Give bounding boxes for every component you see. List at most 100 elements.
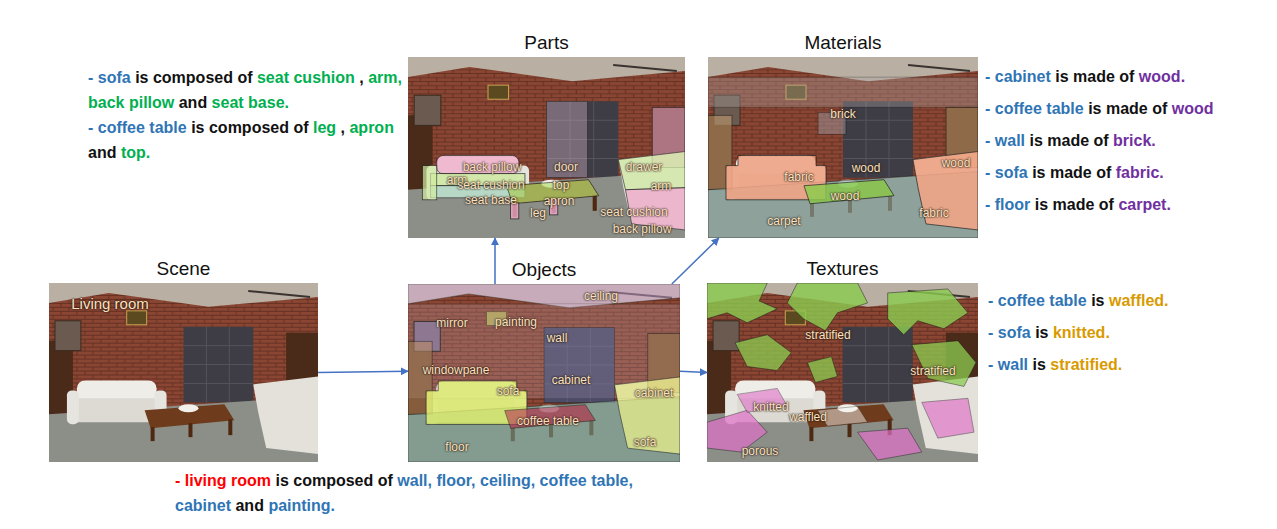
statement-word: of	[1099, 196, 1114, 213]
statement-word: is	[1055, 68, 1068, 85]
region-label: cabinet	[635, 386, 674, 400]
statement-word: is	[1035, 196, 1048, 213]
statement-word: is	[1032, 164, 1045, 181]
region-label: brick	[830, 107, 855, 121]
region-label: seat cushion	[600, 205, 667, 219]
statement-word: and	[88, 144, 116, 161]
statement-word: is	[1035, 324, 1048, 341]
statement-word: is	[1088, 100, 1101, 117]
statement-word: sofa	[995, 164, 1028, 181]
region-label: sofa	[497, 384, 520, 398]
statement-word: -	[985, 132, 990, 149]
statement-word: ,	[341, 119, 345, 136]
textures-photo	[707, 283, 978, 462]
region-label: seat base	[465, 193, 517, 207]
statement-word: wall	[998, 356, 1028, 373]
statement-text: - floor is made of carpet.	[985, 192, 1275, 217]
statement-word: of	[1094, 132, 1109, 149]
statement-word: and	[179, 94, 207, 111]
region-label: stratified	[805, 328, 850, 342]
statement-word: of	[237, 69, 252, 86]
statement-word: cabinet	[995, 68, 1051, 85]
statement-word: is	[1091, 292, 1104, 309]
panel-heading: Scene	[29, 258, 338, 280]
statement-word: coffee	[98, 119, 145, 136]
region-label: top	[553, 178, 570, 192]
statement-word: table,	[591, 472, 633, 489]
statement-text: - coffee table is composed of leg , apro…	[88, 115, 406, 165]
statement-word: painting.	[268, 497, 335, 514]
statement-word: table	[149, 119, 186, 136]
region-label: carpet	[767, 214, 800, 228]
statement-word: ,	[359, 69, 363, 86]
statement-word: -	[985, 68, 990, 85]
panel-heading: Materials	[688, 32, 998, 54]
statement-word: fabric.	[1116, 164, 1164, 181]
region-label: stratified	[910, 364, 955, 378]
statement-word: room	[231, 472, 271, 489]
statement-word: -	[985, 100, 990, 117]
region-label: windowpane	[423, 363, 490, 377]
statement-word: is	[1029, 132, 1042, 149]
region-label: wall	[547, 331, 568, 345]
statement-word: is	[191, 119, 204, 136]
statement-word: cabinet	[175, 497, 231, 514]
statement-word: of	[1152, 100, 1167, 117]
statement-word: -	[988, 292, 993, 309]
statement-word: wall,	[397, 472, 432, 489]
region-label: Living room	[71, 295, 149, 312]
statement-word: sofa	[998, 324, 1031, 341]
statement-word: seat	[212, 94, 244, 111]
statement-text: - wall is made of brick.	[985, 128, 1275, 153]
region-label: floor	[445, 440, 468, 454]
statement-word: -	[175, 472, 180, 489]
scene-photo	[49, 283, 318, 462]
statement-word: stratified.	[1050, 356, 1122, 373]
region-label: waffled	[789, 410, 827, 424]
statement-word: back	[88, 94, 124, 111]
panel-heading: Objects	[388, 259, 700, 281]
statement-text: - cabinet is made of wood.	[985, 64, 1275, 89]
region-label: mirror	[436, 316, 467, 330]
statement-word: sofa	[98, 69, 131, 86]
region-label: wood	[831, 189, 860, 203]
statement-word: brick.	[1113, 132, 1156, 149]
statement-block: - sofa is composed of seat cushion , arm…	[88, 65, 406, 165]
statement-block: - coffee table is waffled.- sofa is knit…	[988, 288, 1273, 384]
statement-word: of	[1119, 68, 1134, 85]
statement-word: made	[1106, 100, 1148, 117]
objects-photo	[408, 284, 680, 462]
statement-word: composed	[293, 472, 373, 489]
statement-word: coffee	[540, 472, 587, 489]
statement-text: - coffee table is made of wood	[985, 96, 1275, 121]
statement-word: arm,	[368, 69, 402, 86]
statement-word: made	[1050, 164, 1092, 181]
materials-mask	[708, 77, 978, 238]
parts-mask	[422, 101, 685, 230]
statement-word: made	[1047, 132, 1089, 149]
region-label: door	[554, 160, 578, 174]
statement-word: base.	[248, 94, 289, 111]
statement-word: table	[1046, 100, 1083, 117]
statement-word: pillow	[129, 94, 174, 111]
region-label: sofa	[634, 435, 657, 449]
region-label: cabinet	[552, 373, 591, 387]
statement-text: - wall is stratified.	[988, 352, 1273, 377]
statement-word: made	[1073, 68, 1115, 85]
statement-word: leg	[313, 119, 336, 136]
statement-word: table	[1049, 292, 1086, 309]
statement-word: seat	[257, 69, 289, 86]
region-label: wood	[852, 161, 881, 175]
statement-word: is	[1032, 356, 1045, 373]
statement-word: composed	[153, 69, 233, 86]
region-label: wood	[942, 156, 971, 170]
parts-photo	[408, 57, 685, 238]
region-label: arm	[651, 179, 672, 193]
statement-word: composed	[209, 119, 289, 136]
flow-arrow	[672, 238, 719, 284]
region-label: painting	[495, 315, 537, 329]
statement-word: and	[235, 497, 263, 514]
flow-arrow	[318, 371, 408, 372]
statement-block: - living room is composed of wall, floor…	[175, 468, 667, 518]
